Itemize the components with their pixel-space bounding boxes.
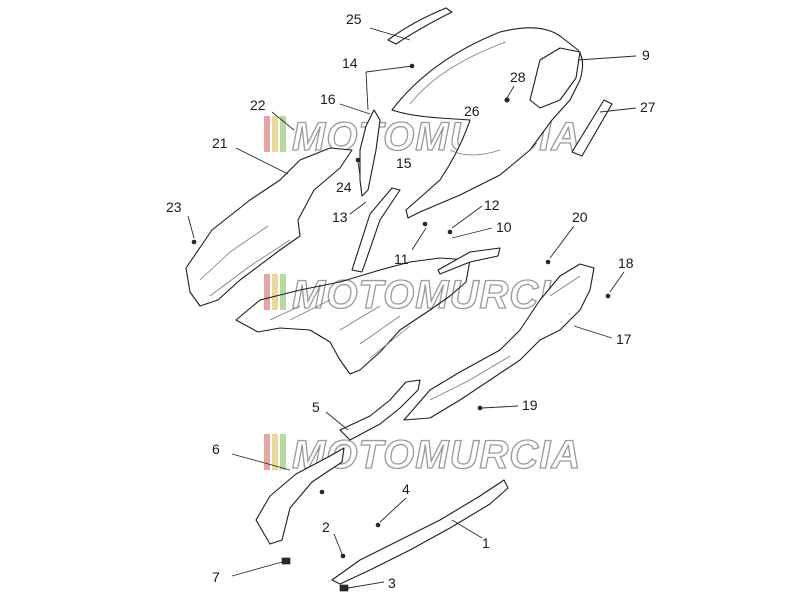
screw-28	[504, 97, 510, 103]
leader-28	[506, 85, 515, 99]
part-13-bracket	[351, 187, 401, 273]
watermark-stripe-yellow	[272, 274, 278, 310]
leader-20	[549, 225, 575, 259]
part-17-detail	[429, 275, 581, 401]
leader-22	[271, 111, 295, 131]
callout-6: 6	[212, 441, 220, 457]
callout-3: 3	[388, 575, 396, 591]
screw-24	[355, 157, 361, 163]
callout-26: 26	[464, 103, 480, 119]
callouts: 25 9 14 28 16 22 26 27 21 15 24 13 12 23…	[166, 11, 656, 591]
watermark-stripe-red	[264, 434, 270, 470]
leader-23	[187, 215, 195, 239]
screw-18	[605, 293, 611, 299]
callout-13: 13	[332, 209, 348, 225]
part-21-detail	[199, 225, 291, 297]
callout-23: 23	[166, 199, 182, 215]
leader-19	[481, 405, 519, 409]
leader-25	[369, 27, 411, 41]
screw-23	[191, 239, 197, 245]
leader-11	[411, 227, 427, 251]
watermark-stripe-green	[280, 434, 286, 470]
callout-10: 10	[496, 219, 512, 235]
callout-20: 20	[572, 209, 588, 225]
watermark-stripe-yellow	[272, 434, 278, 470]
callout-27: 27	[640, 99, 656, 115]
leader-4	[379, 497, 407, 523]
part-17-right-side-cover	[403, 263, 595, 421]
part-1-bottom-strip	[331, 479, 509, 585]
leader-24	[357, 161, 361, 177]
footboard-ribs	[269, 299, 411, 359]
callout-16: 16	[320, 91, 336, 107]
callout-5: 5	[312, 399, 320, 415]
leader-lines	[187, 27, 637, 589]
watermark-logo-stripes	[264, 434, 286, 470]
part-9-rear-side-cover	[391, 27, 584, 219]
callout-14: 14	[342, 55, 358, 71]
part-5-lower-trim	[339, 379, 421, 441]
clip-3	[339, 584, 349, 592]
callout-11: 11	[394, 251, 409, 267]
callout-15: 15	[396, 155, 412, 171]
watermark-stripe-green	[280, 116, 286, 152]
leader-5	[325, 411, 349, 431]
watermark-logo-stripes	[264, 116, 286, 152]
callout-4: 4	[402, 481, 410, 497]
part-25-trim-strip	[387, 7, 453, 45]
leader-27	[599, 107, 637, 113]
part-9-rear-lamp-frame	[529, 47, 581, 109]
leader-7	[231, 561, 283, 577]
part-16-strip	[359, 109, 381, 197]
callout-25: 25	[346, 11, 362, 27]
watermark-stripe-red	[264, 274, 270, 310]
footboard-center	[235, 257, 471, 375]
leader-13	[349, 201, 367, 215]
leader-10	[451, 227, 493, 239]
screw-12	[447, 229, 453, 235]
leader-6	[231, 453, 291, 471]
screw-20	[545, 259, 551, 265]
leader-12	[451, 205, 483, 229]
leader-1	[451, 519, 483, 539]
leader-17	[573, 325, 613, 339]
part-27-trim	[571, 99, 613, 157]
watermark-stripe-yellow	[272, 116, 278, 152]
callout-21: 21	[212, 135, 228, 151]
callout-9: 9	[642, 47, 650, 63]
callout-22: 22	[250, 97, 266, 113]
leader-3	[347, 581, 385, 589]
leader-9	[577, 55, 637, 61]
screw-2	[340, 553, 346, 559]
leader-16	[339, 103, 371, 115]
screw-19	[477, 405, 483, 411]
screw-5	[319, 489, 325, 495]
callout-7: 7	[212, 569, 220, 585]
part-6-lower-cover	[255, 447, 345, 545]
callout-18: 18	[618, 255, 634, 271]
callout-19: 19	[522, 397, 538, 413]
watermark-logo-stripes	[264, 274, 286, 310]
callout-12: 12	[484, 197, 500, 213]
callout-17: 17	[616, 331, 632, 347]
part-10-bracket	[437, 247, 501, 275]
leader-2	[333, 533, 343, 555]
screw-11	[422, 221, 428, 227]
callout-24: 24	[336, 179, 352, 195]
part-21-left-panel	[185, 147, 353, 307]
leader-18	[609, 271, 625, 293]
clip-7	[281, 557, 291, 565]
leader-14a	[365, 65, 413, 73]
callout-2: 2	[322, 519, 330, 535]
leader-14b	[365, 71, 369, 111]
screw-4	[375, 522, 381, 528]
callout-28: 28	[510, 69, 526, 85]
watermark-stripe-red	[264, 116, 270, 152]
leader-21	[235, 147, 289, 175]
watermark-stripe-green	[280, 274, 286, 310]
callout-1: 1	[482, 535, 490, 551]
